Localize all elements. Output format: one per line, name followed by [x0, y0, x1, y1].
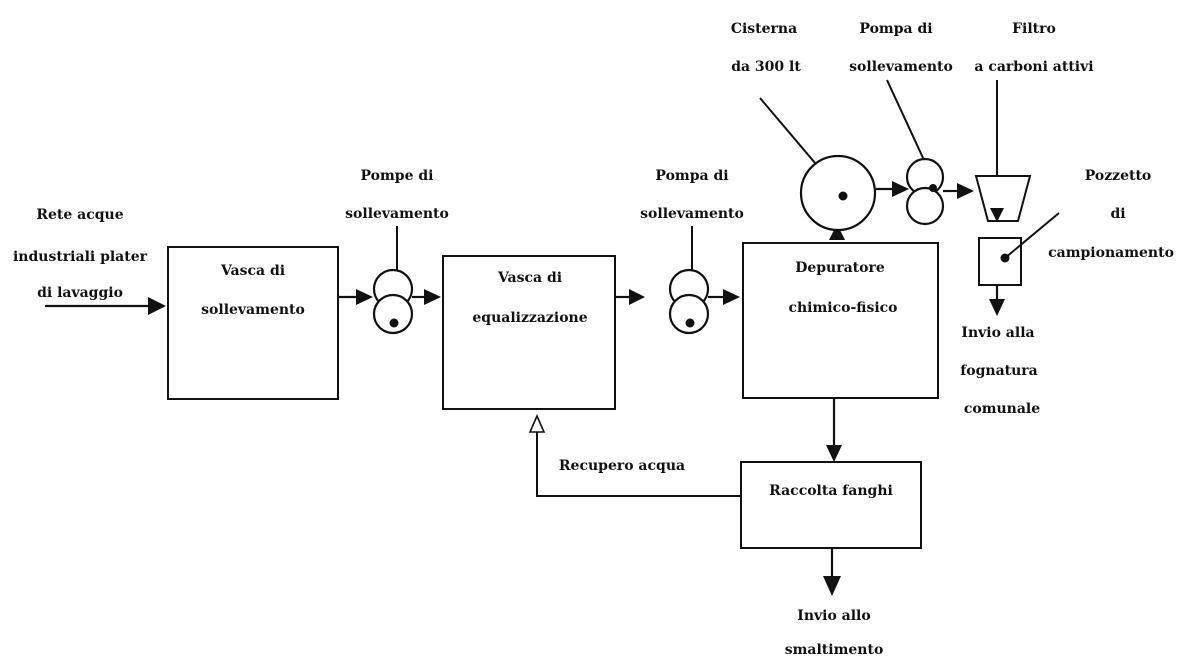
pump3-symbol — [905, 157, 945, 226]
pumps1-label-line-2: sollevamento — [345, 206, 449, 222]
disposal-label-line-1: Invio allo — [797, 608, 870, 624]
equalization-tank-box — [442, 255, 616, 410]
water-recovery-line — [536, 432, 741, 497]
filter-icon — [974, 175, 1032, 222]
filter-inner-arrowhead — [990, 208, 1004, 222]
disposal-label-line-2: smaltimento — [785, 642, 884, 658]
lifting-tank-box — [167, 246, 339, 400]
pump2-label: Pompa di sollevamento — [640, 168, 744, 222]
pump2-label-line-1: Pompa di — [655, 168, 728, 184]
sewer-label-line-2: fognatura — [960, 363, 1038, 379]
water-recovery-label: Recupero acqua — [559, 458, 685, 474]
filter-label-line-1: Filtro — [1012, 21, 1056, 37]
lifting-tank-label-line-2: sollevamento — [201, 302, 305, 318]
pump-icon — [905, 186, 945, 226]
cistern-label-line-2: da 300 lt — [731, 59, 801, 75]
pump3-label: Pompa di sollevamento — [849, 21, 953, 75]
inlet-arrowhead — [148, 297, 166, 315]
pumps1-label-line-1: Pompe di — [361, 168, 434, 184]
cistern-label-line-1: Cisterna — [731, 21, 797, 37]
inlet-label-line-3: di lavaggio — [37, 285, 123, 301]
sampling-well-box — [978, 237, 1022, 286]
pump-icon — [668, 293, 710, 335]
cistern-center-dot — [838, 191, 848, 201]
pump-shaft-dot — [685, 318, 695, 328]
sewer-label-line-3: comunale — [964, 401, 1040, 417]
pumps1-label: Pompe di sollevamento — [345, 168, 449, 222]
arrowhead-to-cistern — [829, 224, 845, 240]
cistern-icon — [799, 154, 877, 232]
sludge-collection-label: Raccolta fanghi — [769, 483, 893, 499]
lifting-tank-label-line-1: Vasca di — [220, 263, 285, 279]
purifier-label-line-1: Depuratore — [795, 260, 885, 276]
arrowhead-to-pumps1 — [356, 289, 373, 305]
arrowhead-to-eq-tank — [424, 289, 441, 305]
sampling-label: Pozzetto di campionamento — [1048, 168, 1174, 261]
cistern-label: Cisterna da 300 lt — [731, 21, 802, 75]
arrowhead-to-pump2 — [629, 289, 645, 305]
arrowhead-to-purifier — [723, 289, 740, 305]
inlet-label-line-2: industriali plater — [13, 249, 148, 265]
purifier-label-line-2: chimico-fisico — [788, 300, 897, 316]
sampling-label-line-3: campionamento — [1048, 245, 1174, 261]
pump2-label-line-2: sollevamento — [640, 206, 744, 222]
disposal-label: Invio allo smaltimento — [785, 608, 884, 658]
arrowhead-to-filter — [957, 183, 974, 199]
arrowhead-to-pump3 — [892, 181, 909, 197]
inlet-label: Rete acque industriali plater di lavaggi… — [13, 207, 148, 301]
sewer-label: Invio alla fognatura comunale — [960, 325, 1040, 417]
sewer-label-line-1: Invio alla — [961, 325, 1034, 341]
equalization-tank-label-line-1: Vasca di — [497, 270, 562, 286]
equalization-tank-label: Vasca di equalizzazione — [472, 270, 587, 326]
pump3-label-line-2: sollevamento — [849, 59, 953, 75]
arrowhead-to-sludge — [826, 445, 842, 462]
filter-label: Filtro a carboni attivi — [974, 21, 1093, 75]
arrowhead-to-sewer — [989, 299, 1005, 316]
equalization-tank-label-line-2: equalizzazione — [472, 310, 587, 326]
inlet-label-line-1: Rete acque — [36, 207, 123, 223]
pump-icon — [372, 293, 414, 335]
pump3-label-line-1: Pompa di — [859, 21, 932, 37]
sludge-collection-box — [740, 461, 922, 549]
sampling-label-line-1: Pozzetto — [1085, 168, 1152, 184]
sampling-leader-line — [1004, 212, 1060, 259]
pump-shaft-dot — [389, 318, 399, 328]
purifier-label: Depuratore chimico-fisico — [788, 260, 897, 316]
sampling-label-line-2: di — [1110, 206, 1125, 222]
purifier-box — [742, 242, 939, 399]
pumps1-symbol — [372, 268, 414, 335]
arrowhead-to-disposal — [823, 576, 841, 596]
pump-shaft-dot — [929, 184, 937, 192]
water-recovery-arrowhead — [528, 414, 546, 433]
pump2-symbol — [668, 268, 710, 335]
lifting-tank-label: Vasca di sollevamento — [201, 263, 305, 318]
filter-label-line-2: a carboni attivi — [974, 59, 1093, 75]
